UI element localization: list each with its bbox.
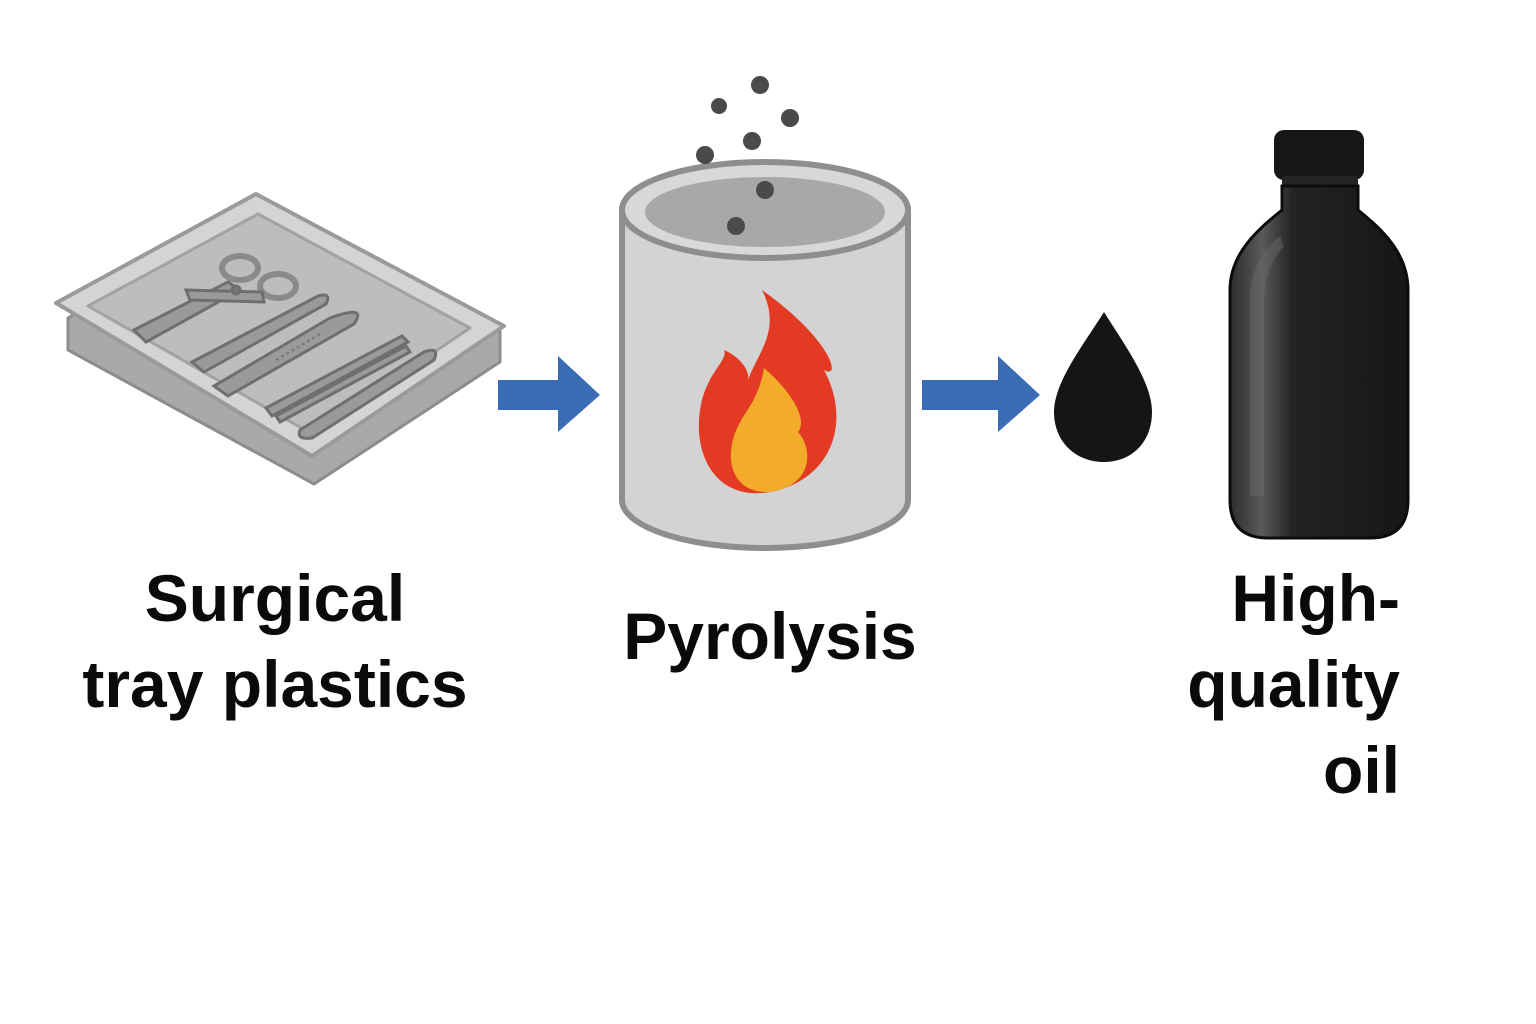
label-line: Pyrolysis bbox=[623, 599, 917, 673]
arrow-right-icon bbox=[498, 356, 600, 432]
oil-bottle-icon bbox=[1228, 130, 1410, 540]
label-line: High- bbox=[1231, 561, 1400, 635]
label-line: tray plastics bbox=[82, 647, 468, 721]
hemostat-icon bbox=[297, 348, 438, 440]
label-line: Surgical bbox=[144, 561, 406, 635]
tweezers-icon bbox=[263, 334, 413, 424]
label-high-quality-oil: High- quality oil bbox=[1100, 555, 1400, 813]
label-line: quality bbox=[1187, 647, 1400, 721]
label-line: oil bbox=[1323, 733, 1400, 807]
scissors-icon bbox=[131, 253, 299, 344]
flame-icon bbox=[698, 290, 837, 494]
label-pyrolysis: Pyrolysis bbox=[570, 593, 970, 679]
arrow-right-icon bbox=[922, 356, 1040, 432]
fume-particles-icon bbox=[696, 76, 799, 235]
label-surgical-tray-plastics: Surgical tray plastics bbox=[60, 555, 490, 727]
oil-drop-icon bbox=[1054, 312, 1152, 462]
surgical-tray-icon bbox=[54, 192, 506, 486]
scalpel-icon bbox=[189, 293, 330, 374]
pyrolysis-reactor-icon bbox=[619, 76, 911, 551]
forceps-icon bbox=[211, 310, 360, 398]
